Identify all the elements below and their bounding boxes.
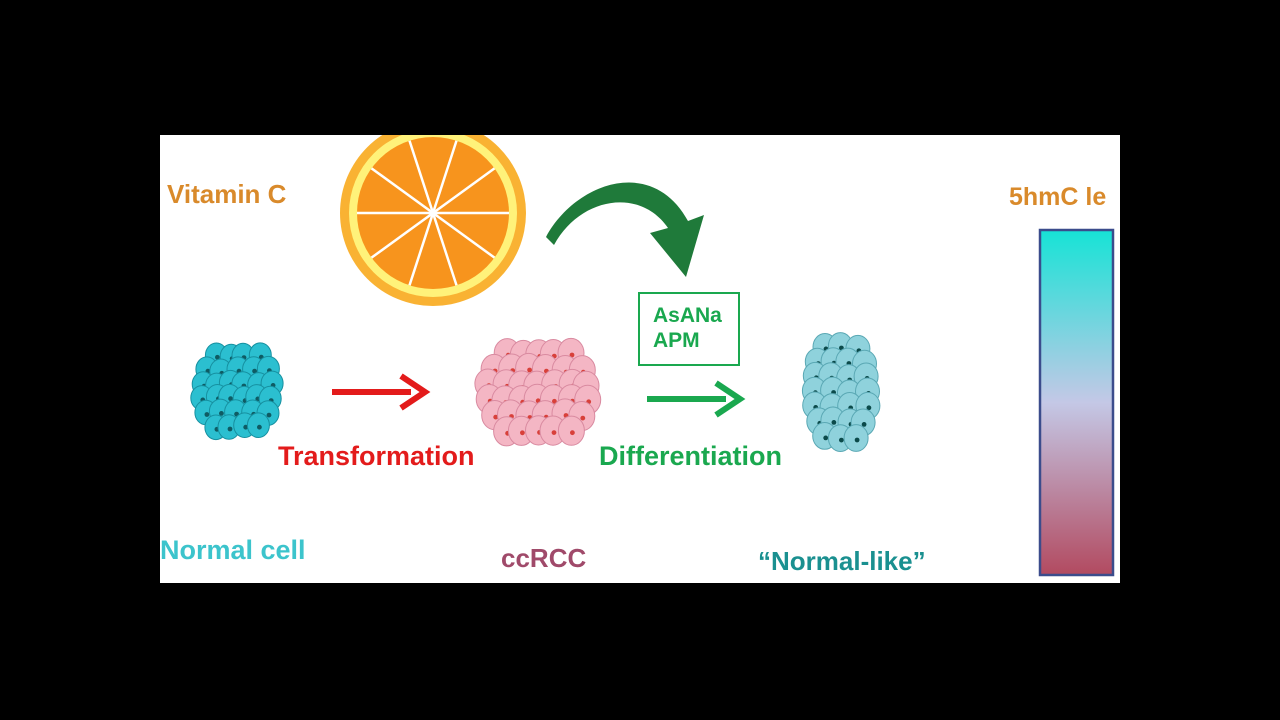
- diagram-panel: Vitamin C 5hmC le Transformation Differe…: [160, 135, 1120, 583]
- normal-cell-nucleus: [257, 424, 262, 430]
- curved-arrow-body: [546, 182, 704, 277]
- ccrcc-cell-nucleus: [580, 415, 586, 421]
- normal-cell-nucleus: [215, 354, 220, 360]
- red-arrow-icon: [332, 373, 431, 411]
- drug-asana: AsANa: [653, 304, 722, 327]
- gradient-bar-icon: [1038, 228, 1115, 577]
- orange-slice-icon: [340, 135, 526, 306]
- ccrcc-cell-nucleus: [551, 430, 557, 435]
- curved-arrow-icon: [546, 182, 704, 277]
- ccrcc-label: ccRCC: [501, 543, 587, 573]
- diagram-art: [190, 135, 1115, 577]
- normal-cell-nucleus: [204, 412, 210, 417]
- ccrcc-cell-nucleus: [527, 367, 532, 373]
- transformation-label: Transformation: [278, 441, 475, 471]
- normal-cell-cluster-icon: [190, 342, 284, 441]
- normal-like-label: “Normal-like”: [758, 546, 926, 576]
- 5hmc-level-label: 5hmC le: [1009, 183, 1107, 211]
- ccrcc-cell-nucleus: [493, 414, 499, 420]
- vitamin-c-label: Vitamin C: [167, 179, 287, 209]
- normal-like-cell-cluster-icon: [801, 332, 881, 453]
- drug-box: AsANa APM: [638, 292, 740, 366]
- normal-cell-nucleus: [243, 424, 249, 430]
- normal-like-cell-nucleus: [831, 420, 837, 425]
- normal-like-cell-nucleus: [823, 435, 829, 441]
- normal-cell-nucleus: [228, 396, 233, 402]
- drug-apm: APM: [653, 329, 700, 353]
- ccrcc-cell-nucleus: [569, 352, 575, 358]
- normal-cell-nucleus: [252, 368, 257, 374]
- green-arrow-icon: [647, 380, 746, 418]
- ccrcc-cell-nucleus: [570, 430, 575, 436]
- normal-cell-nucleus: [219, 411, 224, 416]
- ccrcc-cell-nucleus: [520, 430, 525, 436]
- normal-like-cell-nucleus: [866, 405, 872, 411]
- normal-cell-nucleus: [266, 412, 272, 418]
- red-arrow-head: [399, 373, 431, 411]
- ccrcc-cell-cluster-icon: [474, 337, 602, 447]
- normal-cell-label: Normal cell: [160, 535, 306, 565]
- normal-like-cell-nucleus: [854, 437, 860, 443]
- normal-cell-nucleus: [227, 426, 233, 432]
- orange-segment-line: [370, 167, 496, 259]
- normal-like-cell-nucleus: [839, 437, 844, 443]
- normal-like-cell-nucleus: [861, 422, 867, 427]
- differentiation-label: Differentiation: [599, 441, 783, 471]
- green-arrow-head: [714, 380, 746, 418]
- ccrcc-cell-nucleus: [552, 398, 557, 404]
